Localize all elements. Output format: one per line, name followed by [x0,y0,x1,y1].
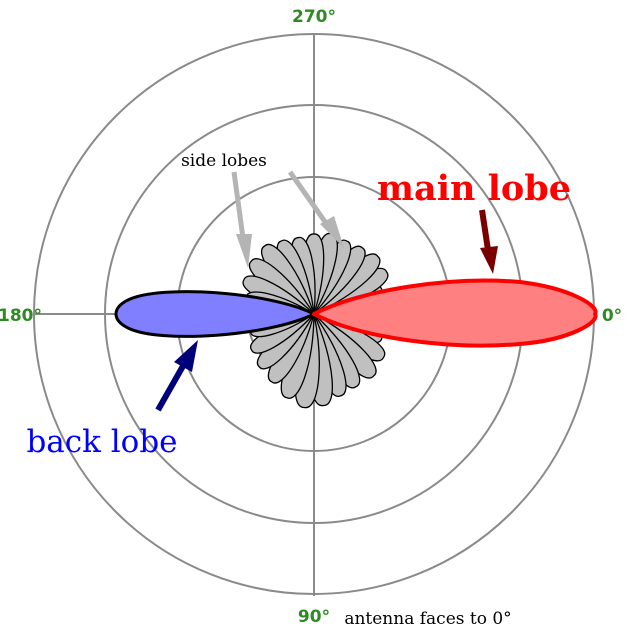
back-lobe-shape [114,290,316,338]
main-lobe-arrow [479,209,498,274]
main-lobe-shape [312,278,598,348]
back-lobe-label: back lobe [26,424,177,460]
side-arrow-left-shaft [231,171,246,239]
angle-label-0: 0° [602,306,622,326]
main-lobe-label: main lobe [377,168,571,209]
side-arrow-left-head [236,234,252,268]
back-lobe-arrow [155,340,198,412]
angle-label-180: 180° [0,306,42,326]
side-lobe-arrows [231,170,344,268]
angle-label-270: 270° [292,7,336,27]
side-arrow-right-shaft [287,170,331,228]
side-lobes-label: side lobes [181,151,267,171]
side-arrow-right-head [320,216,344,248]
angle-label-90: 90° [298,607,330,627]
caption-text: antenna faces to 0° [344,609,511,628]
